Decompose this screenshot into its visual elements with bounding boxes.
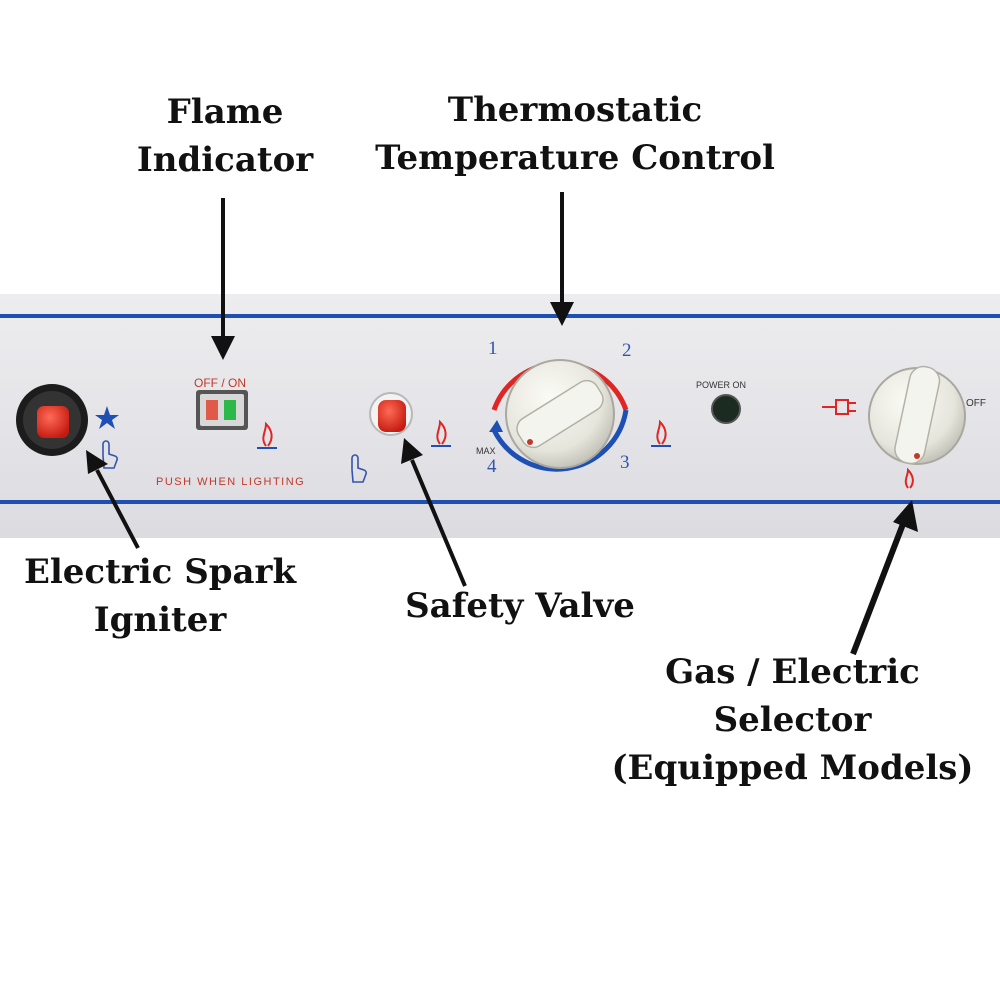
panel-stripe-top bbox=[0, 314, 1000, 318]
selector-off-label: OFF bbox=[966, 398, 986, 409]
callout-flame-indicator-line2: Indicator bbox=[136, 140, 314, 180]
dial-number-4: 4 bbox=[487, 456, 497, 477]
callout-spark-igniter: Electric Spark Igniter bbox=[0, 548, 320, 644]
callout-gas-electric-selector: Gas / Electric Selector (Equipped Models… bbox=[585, 648, 1000, 792]
panel-stripe-bottom bbox=[0, 500, 1000, 504]
dial-number-3: 3 bbox=[620, 452, 630, 473]
callout-thermostatic-line1: Thermostatic bbox=[447, 90, 703, 130]
control-panel: OFF / ON PUSH WHEN LIGHTING POWER ON OFF… bbox=[0, 294, 1000, 538]
callout-thermostatic-line2: Temperature Control bbox=[375, 138, 775, 178]
callout-flame-indicator: Flame Indicator bbox=[100, 88, 350, 184]
callout-safety-line1: Safety Valve bbox=[405, 586, 635, 626]
callout-thermostatic-control: Thermostatic Temperature Control bbox=[340, 86, 810, 182]
callout-safety-valve: Safety Valve bbox=[380, 582, 660, 630]
callout-selector-line3: (Equipped Models) bbox=[611, 748, 974, 788]
callout-selector-line1: Gas / Electric bbox=[665, 652, 920, 692]
off-on-label: OFF / ON bbox=[194, 376, 246, 390]
callout-selector-line2: Selector bbox=[713, 700, 872, 740]
callout-flame-indicator-line1: Flame bbox=[166, 92, 284, 132]
power-on-label: POWER ON bbox=[696, 380, 747, 390]
dial-max-label: MAX bbox=[476, 446, 496, 456]
callout-spark-line2: Igniter bbox=[93, 600, 227, 640]
callout-spark-line1: Electric Spark bbox=[23, 552, 297, 592]
dial-number-1: 1 bbox=[488, 338, 498, 359]
dial-number-2: 2 bbox=[622, 340, 632, 361]
push-when-lighting-label: PUSH WHEN LIGHTING bbox=[156, 476, 306, 488]
